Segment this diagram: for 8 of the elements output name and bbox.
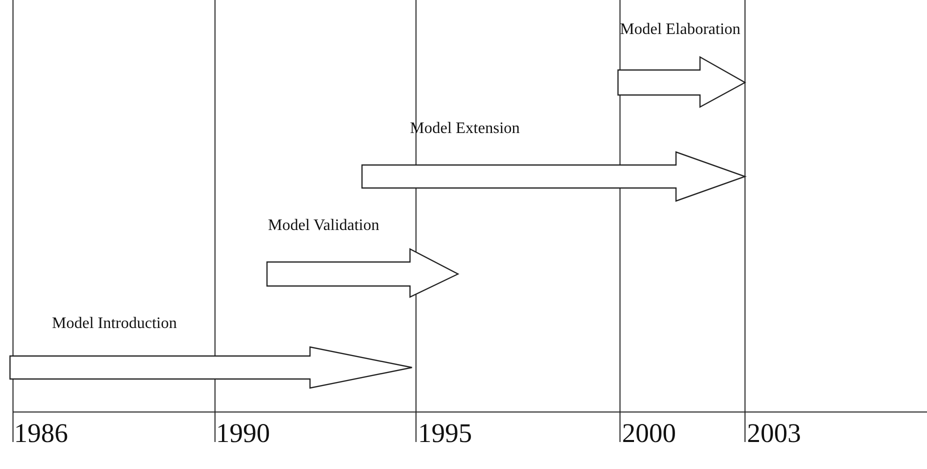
year-label: 2000 [622,420,676,447]
year-label: 2003 [747,420,801,447]
year-label: 1990 [216,420,270,447]
phase-label: Model Introduction [52,316,177,332]
phase-label: Model Validation [268,218,380,234]
year-label: 1986 [14,420,68,447]
year-label: 1995 [418,420,472,447]
phase-label: Model Elaboration [620,22,740,38]
